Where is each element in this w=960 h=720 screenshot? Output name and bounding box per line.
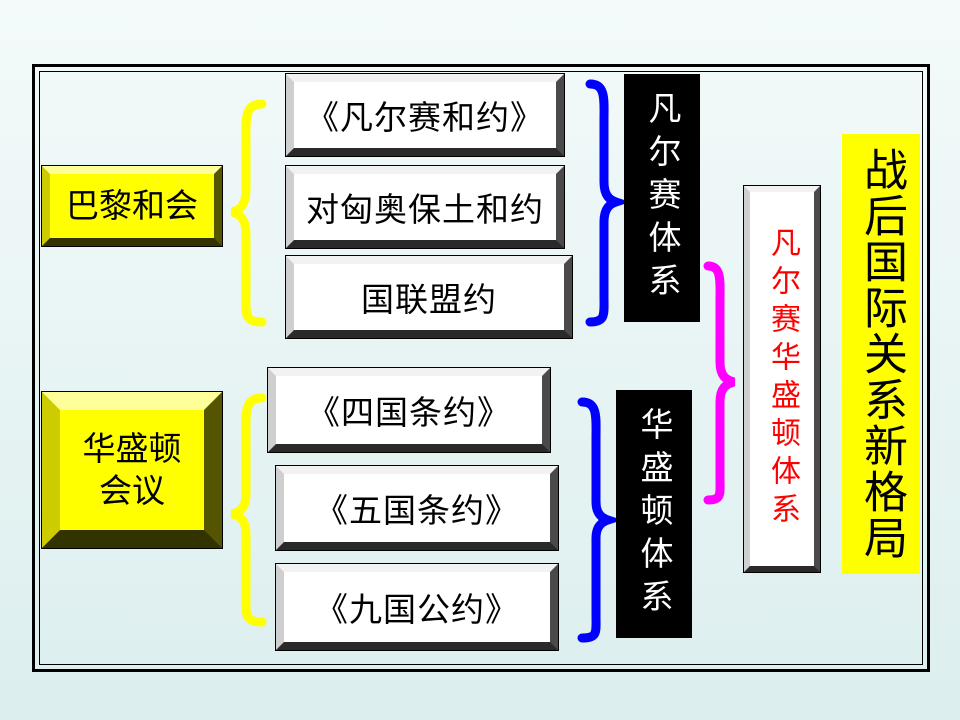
postwar-title-box: 战后国际关系新格局 <box>842 134 920 574</box>
washington-system-label: 华盛顿体系 <box>635 406 674 622</box>
versailles-system-label: 凡尔赛体系 <box>643 90 682 306</box>
treaty-nine-power-label: 《九国公约》 <box>315 590 519 629</box>
paris-conference-label: 巴黎和会 <box>66 186 198 225</box>
combined-system-label: 凡尔赛华盛顿体系 <box>765 227 800 531</box>
treaty-nine-power-box: 《九国公约》 <box>276 564 558 650</box>
washington-conference-box: 华盛顿 会议 <box>42 392 222 548</box>
versailles-system-box: 凡尔赛体系 <box>624 74 700 322</box>
washington-system-box: 华盛顿体系 <box>616 390 692 638</box>
washington-conference-line1: 华盛顿 <box>82 429 182 468</box>
combined-system-box: 凡尔赛华盛顿体系 <box>744 186 820 572</box>
treaty-versailles-label: 《凡尔赛和约》 <box>306 98 544 137</box>
treaty-four-power-box: 《四国条约》 <box>268 368 550 452</box>
treaty-austria-hungary-box: 对匈奥保土和约 <box>286 166 564 248</box>
treaty-league-box: 国联盟约 <box>286 256 572 338</box>
washington-conference-line2: 会议 <box>99 471 165 510</box>
paris-conference-box: 巴黎和会 <box>42 166 222 246</box>
treaty-five-power-label: 《五国条约》 <box>315 491 519 530</box>
treaty-five-power-box: 《五国条约》 <box>276 466 558 550</box>
diagram-frame <box>32 64 930 672</box>
treaty-four-power-label: 《四国条约》 <box>307 393 511 432</box>
postwar-title-label: 战后国际关系新格局 <box>856 147 907 561</box>
treaty-versailles-box: 《凡尔赛和约》 <box>286 74 564 156</box>
treaty-austria-hungary-label: 对匈奥保土和约 <box>306 190 544 229</box>
diagram-frame-inner <box>39 71 923 665</box>
treaty-league-label: 国联盟约 <box>361 280 497 319</box>
washington-conference-label: 华盛顿 会议 <box>83 428 182 512</box>
